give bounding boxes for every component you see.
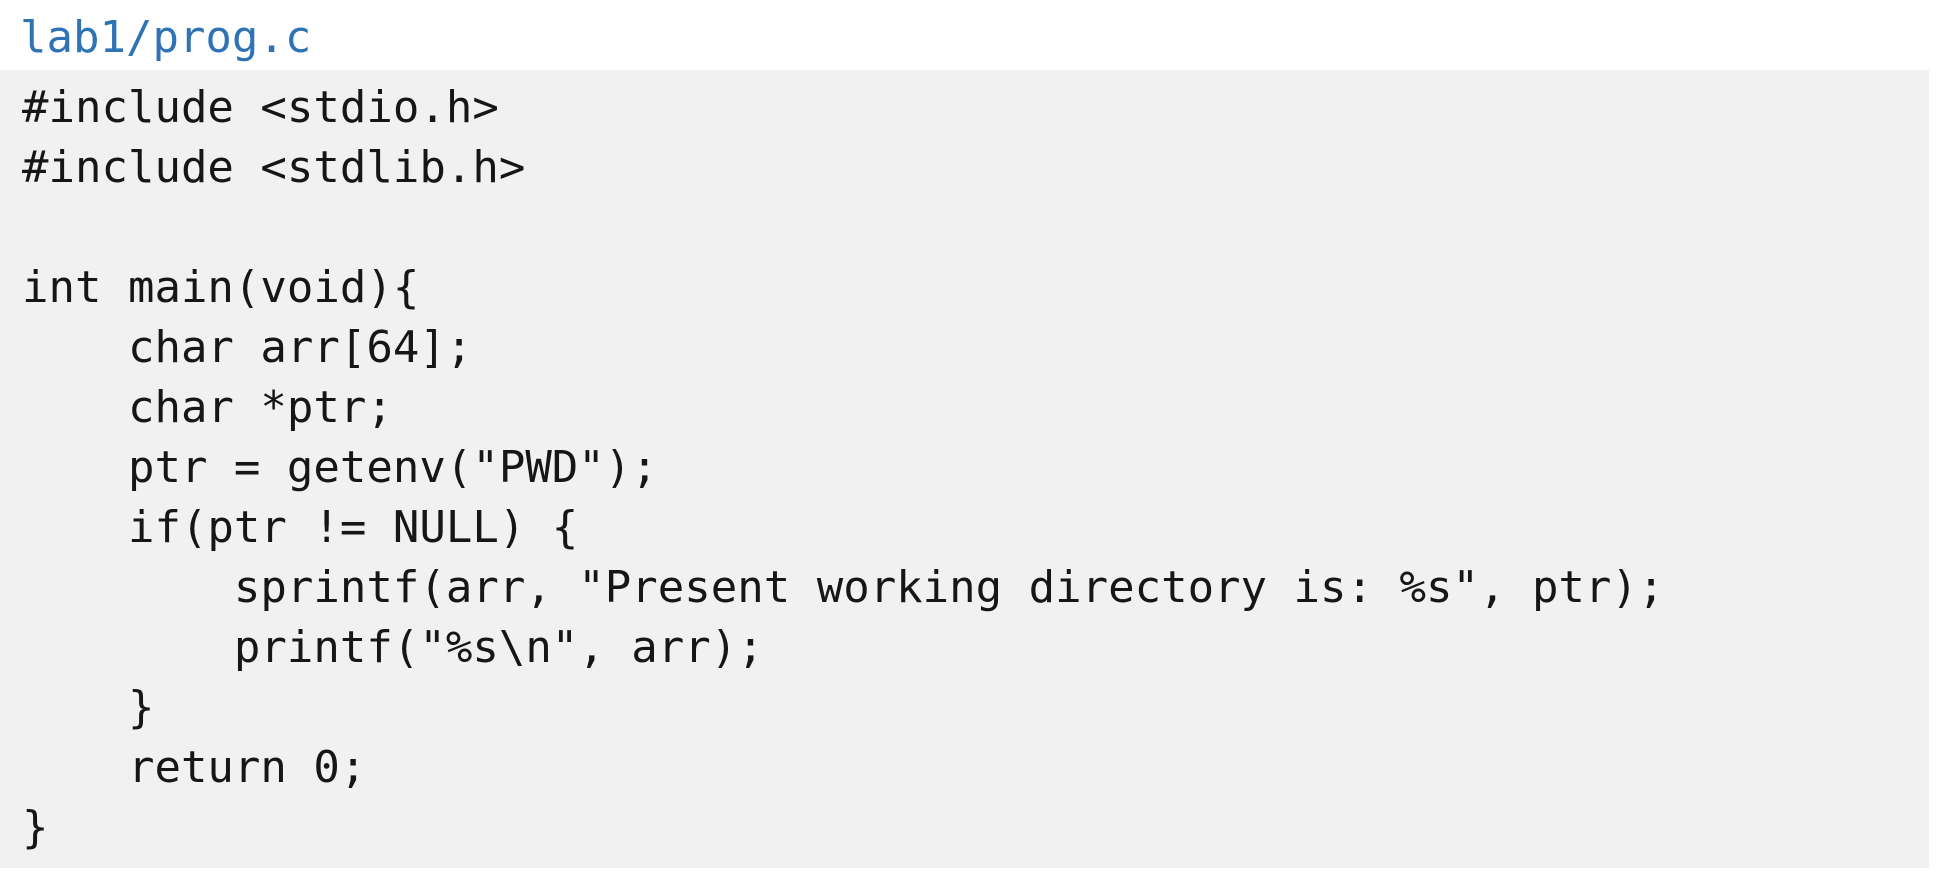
code-line: if(ptr != NULL) { <box>22 502 579 553</box>
code-line: sprintf(arr, "Present working directory … <box>22 562 1665 613</box>
code-line: #include <stdlib.h> <box>22 142 526 193</box>
code-line: return 0; <box>22 742 367 793</box>
code-lines: #include <stdio.h> #include <stdlib.h> int… <box>22 78 1909 858</box>
code-line: int main(void){ <box>22 262 420 313</box>
code-block: #include <stdio.h> #include <stdlib.h> int… <box>0 70 1929 868</box>
code-line: char *ptr; <box>22 382 393 433</box>
code-line: ptr = getenv("PWD"); <box>22 442 658 493</box>
code-line: printf("%s\n", arr); <box>22 622 764 673</box>
file-title: lab1/prog.c <box>20 12 312 63</box>
code-line: } <box>22 802 49 853</box>
code-line <box>22 198 1909 258</box>
code-line: char arr[64]; <box>22 322 473 373</box>
code-line: #include <stdio.h> <box>22 82 499 133</box>
code-line: } <box>22 682 155 733</box>
